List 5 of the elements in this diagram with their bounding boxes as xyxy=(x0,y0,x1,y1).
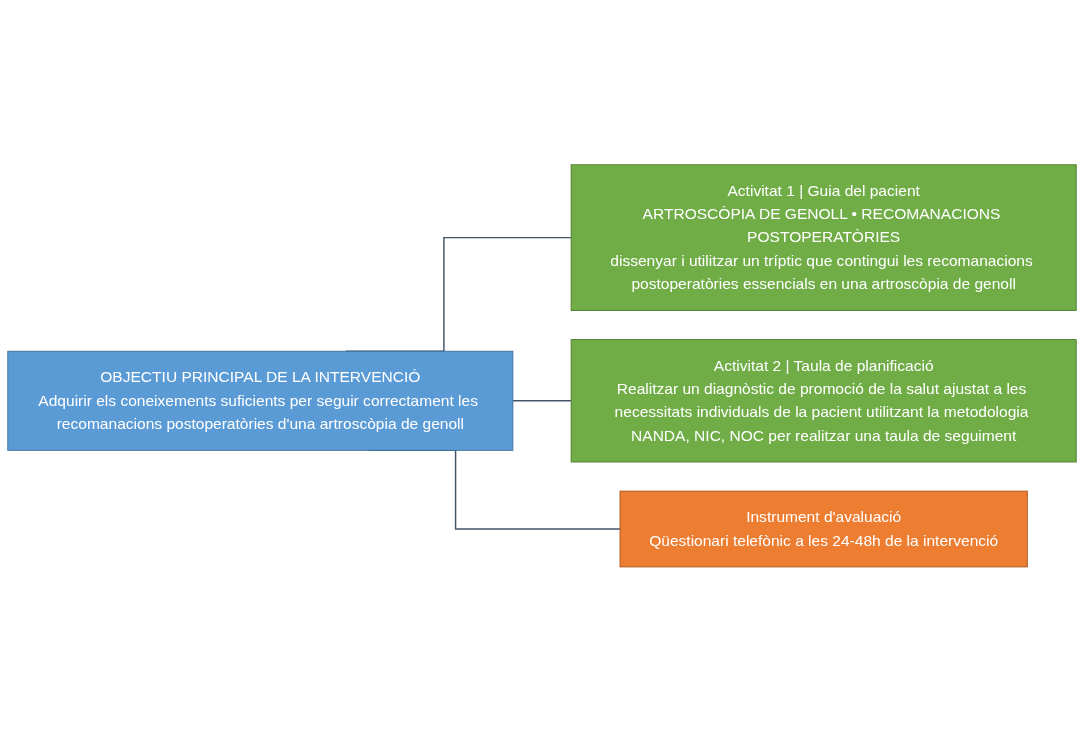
node-box: OBJECTIU PRINCIPAL DE LA INTERVENCIÓ Adquirir els coneixements suficients per seguir correctament les recomanacions postoperatòries d'una artroscòpia de genoll xyxy=(7,350,514,451)
node-box: Instrument d'avaluació Qüestionari telefònic a les 24-48h de la intervenció xyxy=(619,490,1028,568)
node-box: Activitat 1 | Guia del pacient ARTROSCÒPIA DE GENOLL • RECOMANACIONS POSTOPERATÒRIES dissenyar i utilitzar un tríptic que contingui les recomanacions postoperatòries essencials en una artroscòpia de genoll xyxy=(570,163,1077,311)
node-box: Activitat 2 | Taula de planificació Realitzar un diagnòstic de promoció de la salut ajustat a les necessitats individuals de la pacient utilitzant la metodologia NANDA, NIC, NOC per realitzar una taula de seguiment xyxy=(570,338,1077,463)
connector xyxy=(512,399,572,402)
